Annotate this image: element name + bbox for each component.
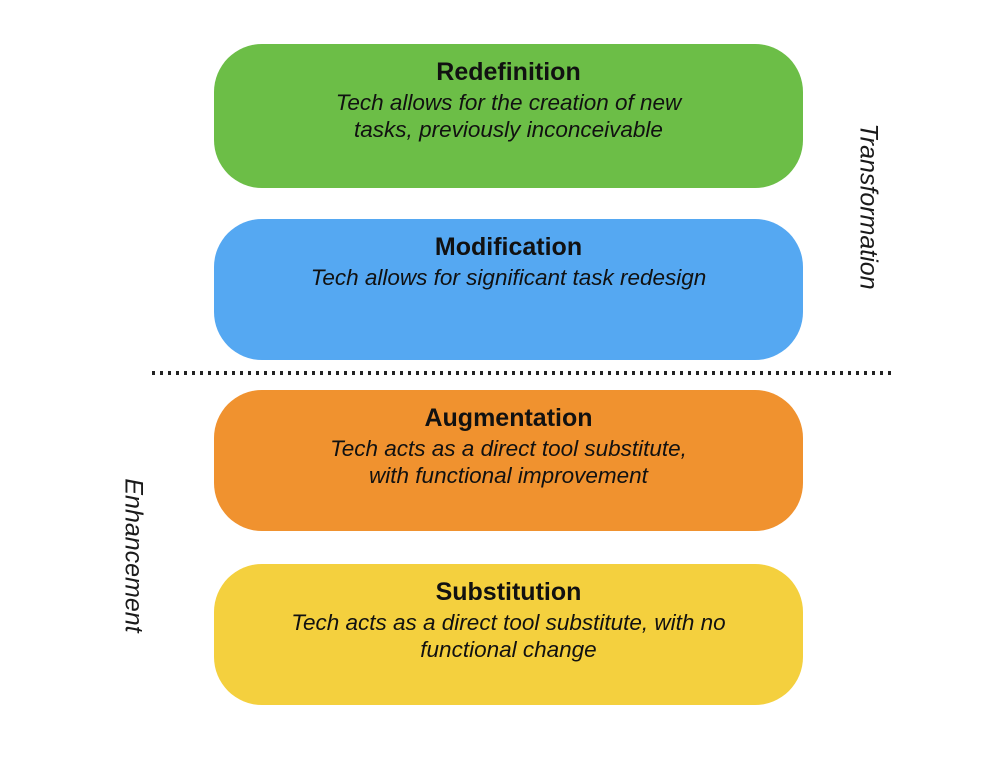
substitution-title: Substitution (435, 578, 582, 606)
modification-description: Tech allows for significant task redesig… (310, 265, 707, 291)
substitution-box: Substitution Tech acts as a direct tool … (214, 564, 803, 705)
augmentation-box: Augmentation Tech acts as a direct tool … (214, 390, 803, 531)
modification-title: Modification (434, 233, 583, 261)
transformation-side-label: Transformation (854, 123, 883, 290)
redefinition-description: Tech allows for the creation of new task… (335, 90, 682, 142)
dotted-divider (152, 371, 893, 375)
augmentation-title: Augmentation (424, 404, 593, 432)
substitution-description: Tech acts as a direct tool substitute, w… (291, 610, 726, 662)
enhancement-side-label: Enhancement (119, 478, 148, 633)
modification-box: Modification Tech allows for significant… (214, 219, 803, 360)
redefinition-box: Redefinition Tech allows for the creatio… (214, 44, 803, 188)
augmentation-description: Tech acts as a direct tool substitute, w… (330, 436, 687, 488)
redefinition-title: Redefinition (436, 58, 581, 86)
